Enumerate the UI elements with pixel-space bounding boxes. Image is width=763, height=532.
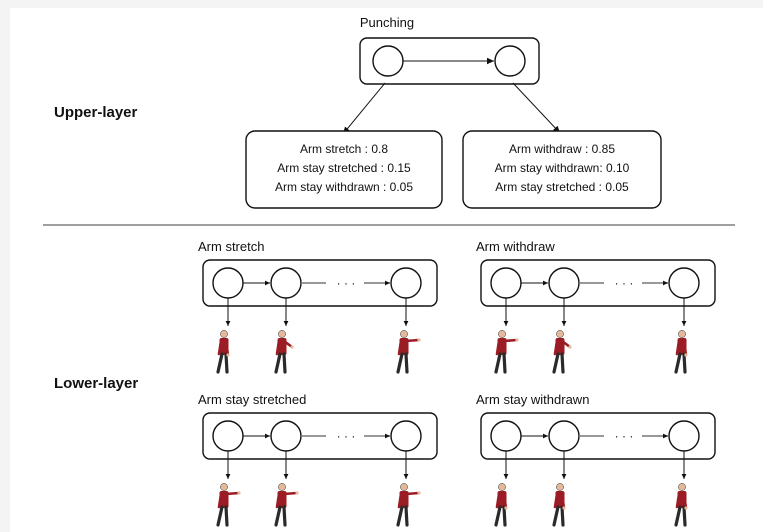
state-node-icon <box>548 267 580 299</box>
punching-model: Punching <box>359 15 540 85</box>
person-pose-icon <box>674 483 688 527</box>
person-pose-icon <box>552 483 566 527</box>
person-pose-icon <box>494 330 519 374</box>
upper-layer: Upper-layer Punching Arm stretch : 0.8 A… <box>54 15 662 209</box>
state-node-icon <box>390 267 422 299</box>
transition-box-left: Arm stretch : 0.8 Arm stay stretched : 0… <box>245 130 443 209</box>
state-node-icon <box>668 420 700 452</box>
person-pose-icon <box>216 483 241 527</box>
branch-arrow-left <box>342 82 386 135</box>
lower-model-title: Arm withdraw <box>476 239 555 254</box>
person-pose-icon <box>552 330 572 374</box>
ellipsis: · · · <box>615 429 634 443</box>
state-node-icon <box>668 267 700 299</box>
state-node-icon <box>270 267 302 299</box>
person-pose-icon <box>494 483 508 527</box>
transition-left-0: Arm stretch : 0.8 <box>300 142 388 156</box>
person-pose-icon <box>216 330 230 374</box>
person-pose-icon <box>274 330 294 374</box>
branch-arrow-right <box>512 82 561 134</box>
lower-model-arm-stretch: Arm stretch · · · <box>198 239 438 374</box>
state-node-icon <box>212 267 244 299</box>
person-pose-icon <box>674 330 688 374</box>
diagram-canvas: Upper-layer Punching Arm stretch : 0.8 A… <box>10 8 763 532</box>
lower-model-arm-stay-withdrawn: Arm stay withdrawn · · · <box>476 392 716 527</box>
state-node-icon <box>494 45 526 77</box>
transition-right-2: Arm stay stretched : 0.05 <box>495 180 629 194</box>
transition-left-1: Arm stay stretched : 0.15 <box>277 161 411 175</box>
lower-model-title: Arm stretch <box>198 239 264 254</box>
person-pose-icon <box>396 483 421 527</box>
transition-right-1: Arm stay withdrawn: 0.10 <box>495 161 630 175</box>
ellipsis: · · · <box>615 276 634 290</box>
ellipsis: · · · <box>337 276 356 290</box>
state-node-icon <box>548 420 580 452</box>
lower-model-title: Arm stay withdrawn <box>476 392 589 407</box>
transition-box-right: Arm withdraw : 0.85 Arm stay withdrawn: … <box>462 130 662 209</box>
lower-model-title: Arm stay stretched <box>198 392 306 407</box>
lower-layer-label: Lower-layer <box>54 375 138 392</box>
lower-model-arm-stay-stretched: Arm stay stretched · · · <box>198 392 438 527</box>
transition-right-0: Arm withdraw : 0.85 <box>509 142 615 156</box>
person-pose-icon <box>396 330 421 374</box>
state-node-icon <box>372 45 404 77</box>
transition-left-2: Arm stay withdrawn : 0.05 <box>275 180 413 194</box>
upper-layer-label: Upper-layer <box>54 104 138 121</box>
state-node-icon <box>270 420 302 452</box>
state-node-icon <box>390 420 422 452</box>
punching-title: Punching <box>360 15 414 30</box>
person-pose-icon <box>274 483 299 527</box>
lower-model-arm-withdraw: Arm withdraw · · · <box>476 239 716 374</box>
transition-box-left-frame <box>245 130 443 209</box>
state-node-icon <box>490 267 522 299</box>
hierarchical-hmm-diagram: Upper-layer Punching Arm stretch : 0.8 A… <box>43 15 735 527</box>
ellipsis: · · · <box>337 429 356 443</box>
state-node-icon <box>490 420 522 452</box>
transition-box-right-frame <box>462 130 662 209</box>
lower-layer-models: Arm stretch· · ·Arm withdraw· · ·Arm sta… <box>198 239 716 527</box>
state-node-icon <box>212 420 244 452</box>
lower-layer: Lower-layer Arm stretch· · ·Arm withdraw… <box>54 239 716 527</box>
